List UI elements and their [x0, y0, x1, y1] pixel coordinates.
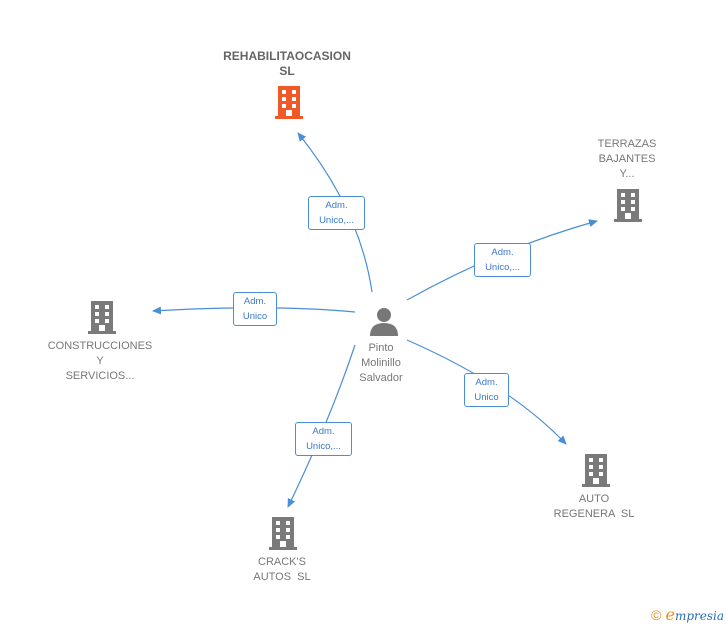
building-icon[interactable] — [273, 85, 305, 119]
edge-label-construcciones: Adm. Unico — [233, 292, 277, 326]
edge-label-terrazas: Adm. Unico,... — [474, 243, 531, 277]
brand-logo-text: mpresia — [674, 609, 724, 623]
company-label-cracks-autos[interactable]: CRACK'S AUTOS SL — [253, 556, 311, 583]
building-icon[interactable] — [580, 453, 612, 487]
edge-label-auto-regenera: Adm. Unico — [464, 373, 509, 407]
company-label-terrazas[interactable]: TERRAZAS BAJANTES Y... — [597, 138, 657, 180]
building-icon[interactable] — [612, 188, 644, 222]
edge-label-cracks-autos: Adm. Unico,... — [295, 422, 352, 456]
person-label[interactable]: Pinto Molinillo Salvador — [359, 342, 403, 384]
company-label-rehabilitaocasion[interactable]: REHABILITAOCASION SL — [223, 49, 351, 78]
edge-label-rehabilitaocasion: Adm. Unico,... — [308, 196, 365, 230]
brand-logo-initial: e — [665, 605, 675, 624]
copyright-symbol: © — [651, 607, 662, 623]
company-label-auto-regenera[interactable]: AUTO REGENERA SL — [553, 493, 635, 520]
building-icon[interactable] — [267, 516, 299, 550]
company-label-construcciones[interactable]: CONSTRUCCIONES Y SERVICIOS... — [47, 340, 153, 382]
person-icon[interactable] — [368, 306, 400, 336]
building-icon[interactable] — [86, 300, 118, 334]
brand-logo[interactable]: ©empresia — [651, 605, 724, 624]
